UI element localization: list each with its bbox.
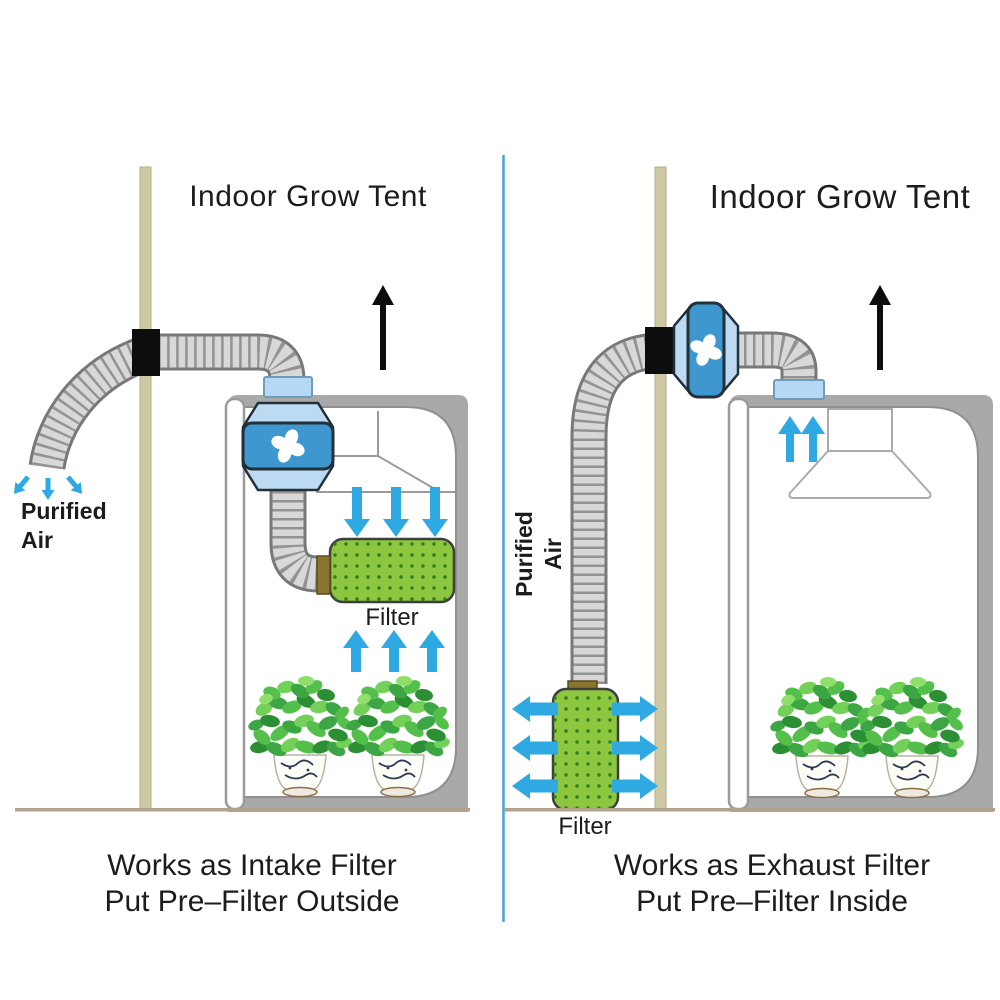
inline-fan [241,401,335,492]
duct-flange [263,376,313,398]
left-purified-air-label: Purified Air [21,498,107,553]
left-panel-title: Indoor Grow Tent [189,180,427,213]
tent-door-strip [727,397,750,811]
intake-panel [8,166,470,812]
airflow-down-arrows [344,487,448,537]
right-caption: Works as Exhaust Filter Put Pre–Filter I… [613,849,931,918]
tent-door-strip [224,397,246,811]
right-filter-label: Filter [558,813,612,840]
floor-line [15,808,470,812]
wall-pole [654,166,667,811]
carbon-filter [551,687,620,812]
wall-pole [139,166,152,811]
floor-line [505,808,995,812]
left-caption: Works as Intake Filter Put Pre–Filter Ou… [104,849,400,918]
left-filter-label: Filter [365,604,419,631]
exhaust-panel [505,166,995,812]
inline-fan [672,301,740,399]
duct-clamp-band [132,329,160,376]
exhaust-up-arrow [372,285,394,370]
right-purified-air-label: Purified Air [511,511,566,597]
duct-clamp-band [645,327,674,374]
exhaust-up-arrow [869,285,891,370]
duct-flange [773,379,825,400]
airflow-up-arrows [343,630,445,672]
grow-light-hood [788,408,932,499]
air-baffle-lines [316,411,455,493]
purified-air-arrows [512,696,658,799]
purified-air-arrows [8,472,88,500]
tent-updraft-arrows [778,416,825,462]
carbon-filter [328,537,456,604]
filter-collar [316,555,331,595]
intake-duct [28,333,306,471]
right-panel-title: Indoor Grow Tent [709,178,971,215]
